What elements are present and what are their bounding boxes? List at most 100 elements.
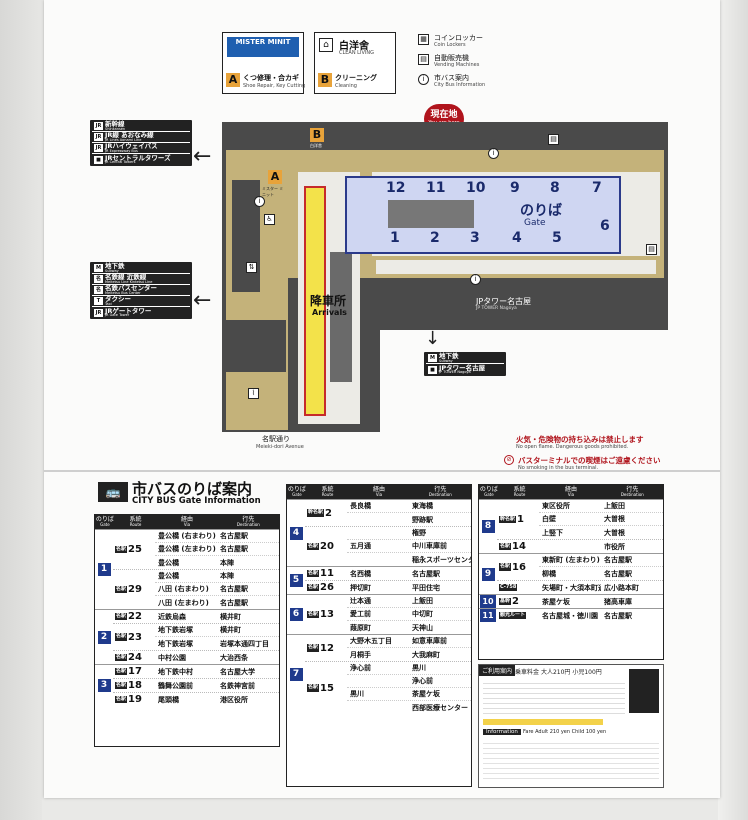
route-prefix: 名駅 <box>499 563 512 571</box>
via-cell: 名西橋 <box>350 569 371 578</box>
divider <box>44 470 720 472</box>
via-cell: 葭原町 <box>350 623 371 632</box>
dest-cell: 名古屋駅 <box>412 569 440 578</box>
gate-number: 12 <box>386 180 406 196</box>
header-label-en: Destination <box>428 492 452 498</box>
gate-label: のりば <box>520 203 562 219</box>
stop-list: 尾頭橋港区役所 <box>155 693 279 706</box>
header-label-en: Gate <box>292 492 302 498</box>
stop-row: 愛工前中切町 <box>347 608 471 621</box>
dest-cell: 港区役所 <box>220 695 248 704</box>
gate-number: 5 <box>552 230 562 246</box>
gate-cell: 6 <box>287 595 305 634</box>
stop-list: 矢場町・大須本町通広小路本町 <box>539 581 663 594</box>
shop-b-letter: B <box>318 73 332 87</box>
stop-row: 上竪下大曽根 <box>539 526 663 539</box>
info-icon: i <box>488 148 499 159</box>
legend-info: 市バス案内 <box>434 74 469 82</box>
route-num: 22 <box>128 611 142 622</box>
dest-cell: 中切町 <box>412 610 433 618</box>
dest-cell: 岩塚本通四丁目 <box>220 639 269 648</box>
tower-label: JPタワー名古屋 <box>476 297 532 306</box>
street-label: 名駅通り <box>262 435 290 443</box>
via-cell: 東新町 (左まわり) <box>542 556 600 564</box>
gate-shelter <box>388 200 474 228</box>
fare-label: 乗車料金 <box>515 669 540 676</box>
route-num: 25 <box>128 544 142 555</box>
route-prefix: 名駅 <box>115 612 128 621</box>
gate-cell: 5 <box>287 567 305 594</box>
header-label: のりば <box>479 485 498 493</box>
stop-row: 八田 (左まわり)名古屋駅 <box>155 596 279 609</box>
fare-en: Fare Adult 210 yen Child 100 yen <box>523 729 607 735</box>
via-cell: 地下鉄中村 <box>158 667 193 676</box>
route-num: 15 <box>320 682 334 694</box>
gate-cell: 9 <box>479 554 497 594</box>
arrow-down-icon: ↓ <box>425 328 441 349</box>
dest-label: 名鉄線 近鉄線 <box>105 273 147 281</box>
dest-cell: 大曽根 <box>604 515 625 523</box>
info-icon: i <box>470 274 481 285</box>
dest-cell: 大治西条 <box>220 653 248 662</box>
stairs-icon: ⌇ <box>248 388 259 399</box>
warning-smoking: バスターミナルでの喫煙はご遠慮ください <box>518 456 661 465</box>
dest-cell: 中川車庫前 <box>412 542 447 550</box>
dest-cell: 権野 <box>412 529 426 537</box>
dest-cell: 猪高車庫 <box>604 597 632 606</box>
stop-list: 鶴舞公園前名鉄神宮前 <box>155 679 279 692</box>
dest-cell: 稲永スポーツセンター <box>412 555 471 564</box>
arrivals-label: 降車所 <box>310 294 347 308</box>
dest-icon: JR <box>94 308 103 317</box>
via-cell: 浄心前 <box>350 664 371 672</box>
route-number: C-758 <box>499 583 518 592</box>
vending-icon: ▤ <box>548 134 559 145</box>
gate-group: 4幹名駅2長良橋東海橋野跡駅名駅20権野五月通中川車庫前稲永スポーツセンター <box>287 499 471 566</box>
dest-label-en: JR Expressway Bus <box>105 148 138 153</box>
wall-left <box>0 0 42 820</box>
dest-cell: 如意車庫前 <box>412 637 447 645</box>
route-num: 1 <box>517 514 524 525</box>
stop-list: 地下鉄岩塚横井町地下鉄岩塚岩塚本通四丁目 <box>155 624 279 650</box>
header-label: 行先 <box>626 485 639 493</box>
gate-number: 3 <box>470 230 480 246</box>
shop-b-brand: 白洋舍 <box>339 41 369 52</box>
dest-cell: 名古屋駅 <box>604 611 632 620</box>
stop-list: 名古屋城・徳川園名古屋駅 <box>539 609 663 622</box>
route-number: 観光ルート <box>499 611 527 620</box>
shop-b-name-en: Cleaning <box>335 83 357 89</box>
route-prefix: 名駅 <box>115 667 128 676</box>
info-icon: i <box>254 196 265 207</box>
fare-child: 小児100円 <box>572 669 602 676</box>
dest-label: 新幹線 <box>105 120 125 128</box>
dest-icon: 名 <box>94 275 103 283</box>
shop-a-letter: A <box>226 73 240 87</box>
header-label: 経由 <box>372 485 385 493</box>
dest-cell: 名古屋駅 <box>220 532 248 540</box>
via-cell: 鶴舞公園前 <box>158 681 193 690</box>
stop-row: 地下鉄岩塚岩塚本通四丁目 <box>155 637 279 650</box>
route-row: 名駅20権野五月通中川車庫前稲永スポーツセンター <box>305 526 471 566</box>
wall-right <box>718 0 748 820</box>
stop-list: 茶屋ケ坂猪高車庫 <box>539 595 663 608</box>
via-cell: 地下鉄岩塚 <box>158 626 193 634</box>
stop-row: 西部医療センター <box>347 701 471 714</box>
stop-list: 名西橋 名古屋駅 <box>347 567 471 580</box>
